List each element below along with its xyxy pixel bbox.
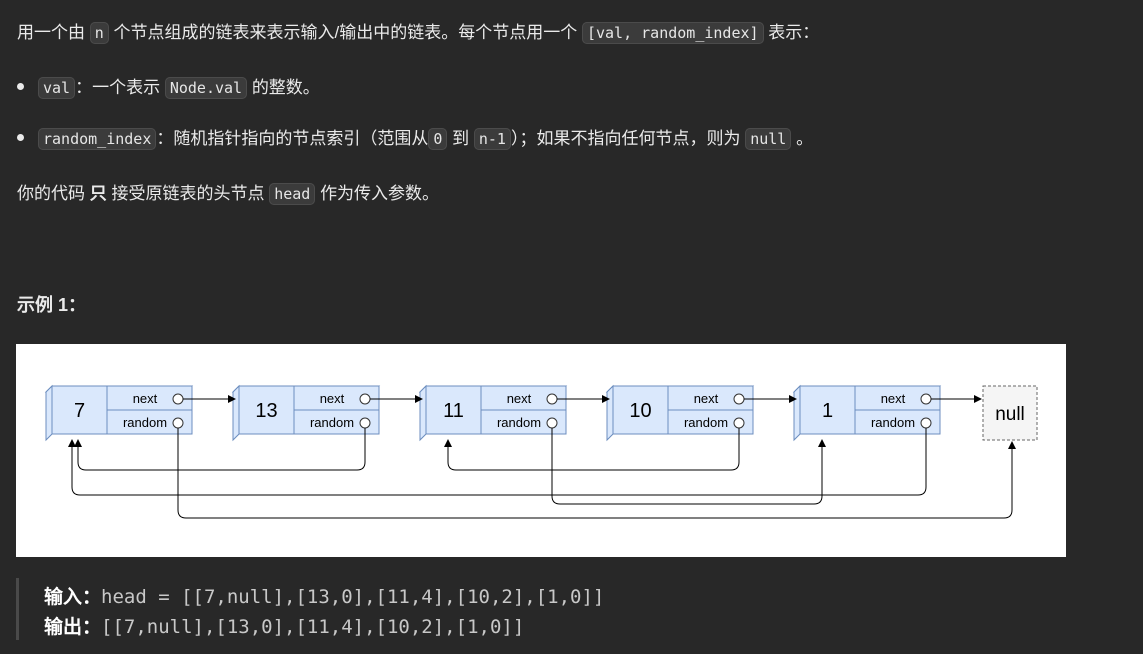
node-side-face <box>793 384 801 442</box>
node-next-label: next <box>881 391 906 406</box>
random-pointer-dot <box>546 417 558 429</box>
example-io-block: 输入：head = [[7,null],[13,0],[11,4],[10,2]… <box>16 578 919 640</box>
node-next-label: next <box>694 391 719 406</box>
node-next-label: next <box>320 391 345 406</box>
code-null: null <box>745 128 792 150</box>
bullet-val-text-b: 的整数。 <box>251 78 320 97</box>
node-random-label: random <box>310 415 354 430</box>
random-pointer-dot <box>172 417 184 429</box>
node-random-label: random <box>871 415 915 430</box>
random-arrow <box>74 428 366 471</box>
intro-text-c: 表示： <box>768 23 820 42</box>
node-random-label: random <box>123 415 167 430</box>
code-node-val: Node.val <box>164 77 248 99</box>
intro-line: 用一个由 n 个节点组成的链表来表示输入/输出中的链表。每个节点用一个 [val… <box>17 20 819 46</box>
input-line: 输入：head = [[7,null],[13,0],[11,4],[10,2]… <box>44 582 604 609</box>
node-value-label: 13 <box>255 400 277 422</box>
code-n-minus-1: n-1 <box>473 128 511 150</box>
random-pointer-dot <box>920 417 932 429</box>
code-val: val <box>38 77 76 99</box>
null-label: null <box>995 404 1025 425</box>
output-line: 输出：[[7,null],[13,0],[11,4],[10,2],[1,0]] <box>44 612 524 639</box>
node-value-label: 11 <box>443 400 464 422</box>
head-text-c: 作为传入参数。 <box>320 184 440 203</box>
head-text-bold: 只 <box>89 184 107 203</box>
code-val-random-index: [val, random_index] <box>581 22 764 44</box>
bullet-dot <box>17 134 24 142</box>
node-random-label: random <box>497 415 541 430</box>
node-next-label: next <box>133 391 158 406</box>
bullet-ri-text-a: ：随机指针指向的节点索引（范围从 <box>156 129 429 148</box>
intro-text-b: 个节点组成的链表来表示输入/输出中的链表。每个节点用一个 <box>113 23 578 42</box>
bullet-val-text-a: ：一个表示 <box>75 78 161 97</box>
output-label: 输出： <box>44 617 102 638</box>
bullet-val: val：一个表示 Node.val 的整数。 <box>17 75 320 101</box>
node-side-face <box>419 384 427 442</box>
node-value-label: 7 <box>74 400 85 422</box>
random-pointer-dot <box>733 417 745 429</box>
code-n: n <box>89 22 109 44</box>
bullet-ri-text-c: ）；如果不指向任何节点，则为 <box>510 129 741 148</box>
node-random-label: random <box>684 415 728 430</box>
random-arrow <box>177 428 1016 519</box>
next-pointer-dot <box>546 393 558 405</box>
node-side-face <box>45 384 53 442</box>
code-random-index: random_index <box>38 128 157 150</box>
head-text-b: 接受原链表的头节点 <box>111 184 265 203</box>
example-diagram: 7 next random 13 next random 11 next random 10 nex… <box>16 344 1066 557</box>
next-pointer-dot <box>920 393 932 405</box>
example-title: 示例 1： <box>17 295 87 315</box>
head-param-line: 你的代码 只 接受原链表的头节点 head 作为传入参数。 <box>17 181 439 207</box>
random-arrow <box>444 428 740 471</box>
code-zero: 0 <box>428 128 448 150</box>
next-pointer-dot <box>733 393 745 405</box>
bullet-ri-text-d: 。 <box>796 129 814 148</box>
node-next-label: next <box>507 391 532 406</box>
node-value-label: 1 <box>822 400 833 422</box>
intro-text-a: 用一个由 <box>17 23 85 42</box>
random-arrow <box>551 428 826 505</box>
next-pointer-dot <box>359 393 371 405</box>
input-value: head = [[7,null],[13,0],[11,4],[10,2],[1… <box>101 586 605 608</box>
head-text-a: 你的代码 <box>17 184 85 203</box>
linked-list-diagram: 7 next random 13 next random 11 next random 10 nex… <box>44 384 1038 519</box>
node-side-face <box>606 384 614 442</box>
input-label: 输入： <box>44 587 102 608</box>
random-pointer-dot <box>359 417 371 429</box>
node-side-face <box>232 384 240 442</box>
null-box <box>982 385 1038 441</box>
bullet-ri-text-b: 到 <box>452 129 470 148</box>
next-pointer-dot <box>172 393 184 405</box>
bullet-dot <box>17 83 24 91</box>
node-value-label: 10 <box>629 400 651 422</box>
code-head: head <box>269 183 316 205</box>
output-value: [[7,null],[13,0],[11,4],[10,2],[1,0]] <box>101 616 525 638</box>
random-arrow <box>68 428 927 496</box>
